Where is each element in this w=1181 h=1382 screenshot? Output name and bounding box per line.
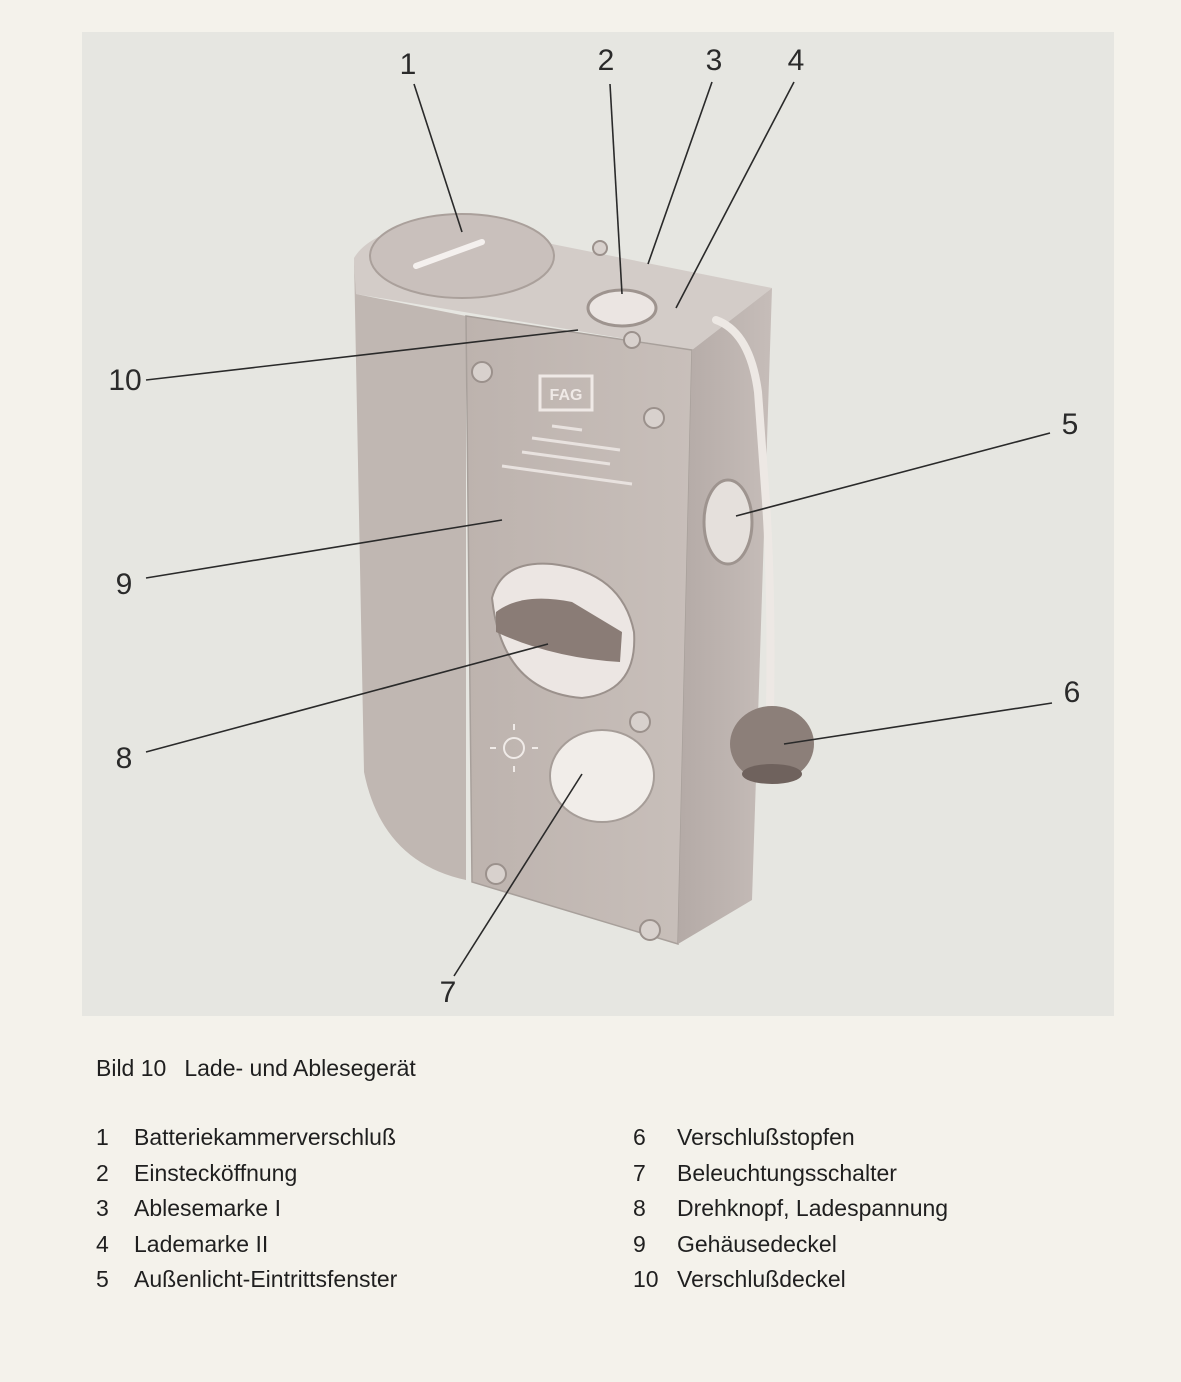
insertion-opening [586, 288, 658, 328]
legend-text: Ablesemarke I [134, 1195, 282, 1221]
legend-item: 4 Lademarke II [96, 1231, 397, 1267]
legend-item: 6 Verschlußstopfen [633, 1124, 948, 1160]
legend-item: 2 Einstecköffnung [96, 1160, 397, 1196]
legend-item: 1 Batteriekammerverschluß [96, 1124, 397, 1160]
legend-number: 4 [96, 1230, 109, 1257]
legend-left: 1 Batteriekammerverschluß 2 Einstecköffnun… [96, 1124, 397, 1302]
legend-number: 2 [96, 1159, 109, 1186]
figure-title: Lade- und Ablesegerät [184, 1055, 416, 1081]
callout-6: 6 [1063, 676, 1081, 709]
device-illustration: FAG [145, 81, 1053, 977]
screws [471, 240, 665, 941]
legend-number: 6 [633, 1124, 646, 1150]
device-photo: FAG [82, 32, 1114, 1016]
legend-item: 10 Verschlußdeckel [633, 1266, 948, 1302]
callout-4: 4 [787, 44, 805, 77]
battery-cap [369, 213, 555, 299]
legend-text: Drehknopf, Ladespannung [677, 1195, 949, 1221]
callout-2: 2 [597, 44, 615, 77]
stopper [730, 706, 814, 782]
legend-text: Beleuchtungsschalter [677, 1159, 897, 1186]
legend-item: 5 Außenlicht-Eintrittsfenster [96, 1266, 397, 1302]
legend-number: 7 [633, 1159, 646, 1186]
legend-number: 5 [96, 1266, 109, 1292]
legend-item: 9 Gehäusedeckel [633, 1231, 948, 1267]
nameplate-logo [538, 374, 594, 412]
device-left-side [354, 258, 466, 880]
nameplate-text-lines [501, 424, 633, 486]
callout-9: 9 [115, 568, 133, 601]
legend-text: Außenlicht-Eintrittsfenster [134, 1266, 398, 1292]
callout-7: 7 [439, 976, 457, 1009]
legend-text: Batteriekammerverschluß [134, 1124, 397, 1150]
dial-knob [496, 598, 622, 662]
callout-10: 10 [108, 364, 142, 397]
callout-8: 8 [115, 742, 133, 775]
legend-number: 3 [96, 1195, 109, 1221]
legend-item: 7 Beleuchtungsschalter [633, 1160, 948, 1196]
legend-number: 8 [633, 1195, 646, 1221]
cord [712, 316, 775, 716]
light-switch-window [549, 729, 655, 823]
legend-number: 1 [96, 1124, 109, 1150]
legend-text: Einstecköffnung [134, 1159, 298, 1186]
callout-1: 1 [399, 48, 417, 81]
legend-item: 3 Ablesemarke I [96, 1195, 397, 1231]
legend-number: 9 [633, 1230, 646, 1257]
legend-text: Gehäusedeckel [677, 1230, 837, 1257]
svg-text:FAG: FAG [550, 387, 583, 404]
legend-item: 8 Drehknopf, Ladespannung [633, 1195, 948, 1231]
legend-text: Verschlußstopfen [677, 1124, 855, 1150]
legend-text: Lademarke II [134, 1230, 269, 1257]
callout-lines [145, 81, 1053, 977]
callout-5: 5 [1061, 408, 1079, 441]
callout-3: 3 [705, 44, 723, 77]
sun-symbol [490, 724, 538, 772]
legend-number: 10 [633, 1266, 659, 1292]
outside-light-window [702, 478, 754, 566]
legend-text: Verschlußdeckel [677, 1266, 846, 1292]
figure-label: Bild 10 [96, 1055, 167, 1081]
figure-caption: Bild 10 Lade- und Ablesegerät [96, 1055, 416, 1082]
